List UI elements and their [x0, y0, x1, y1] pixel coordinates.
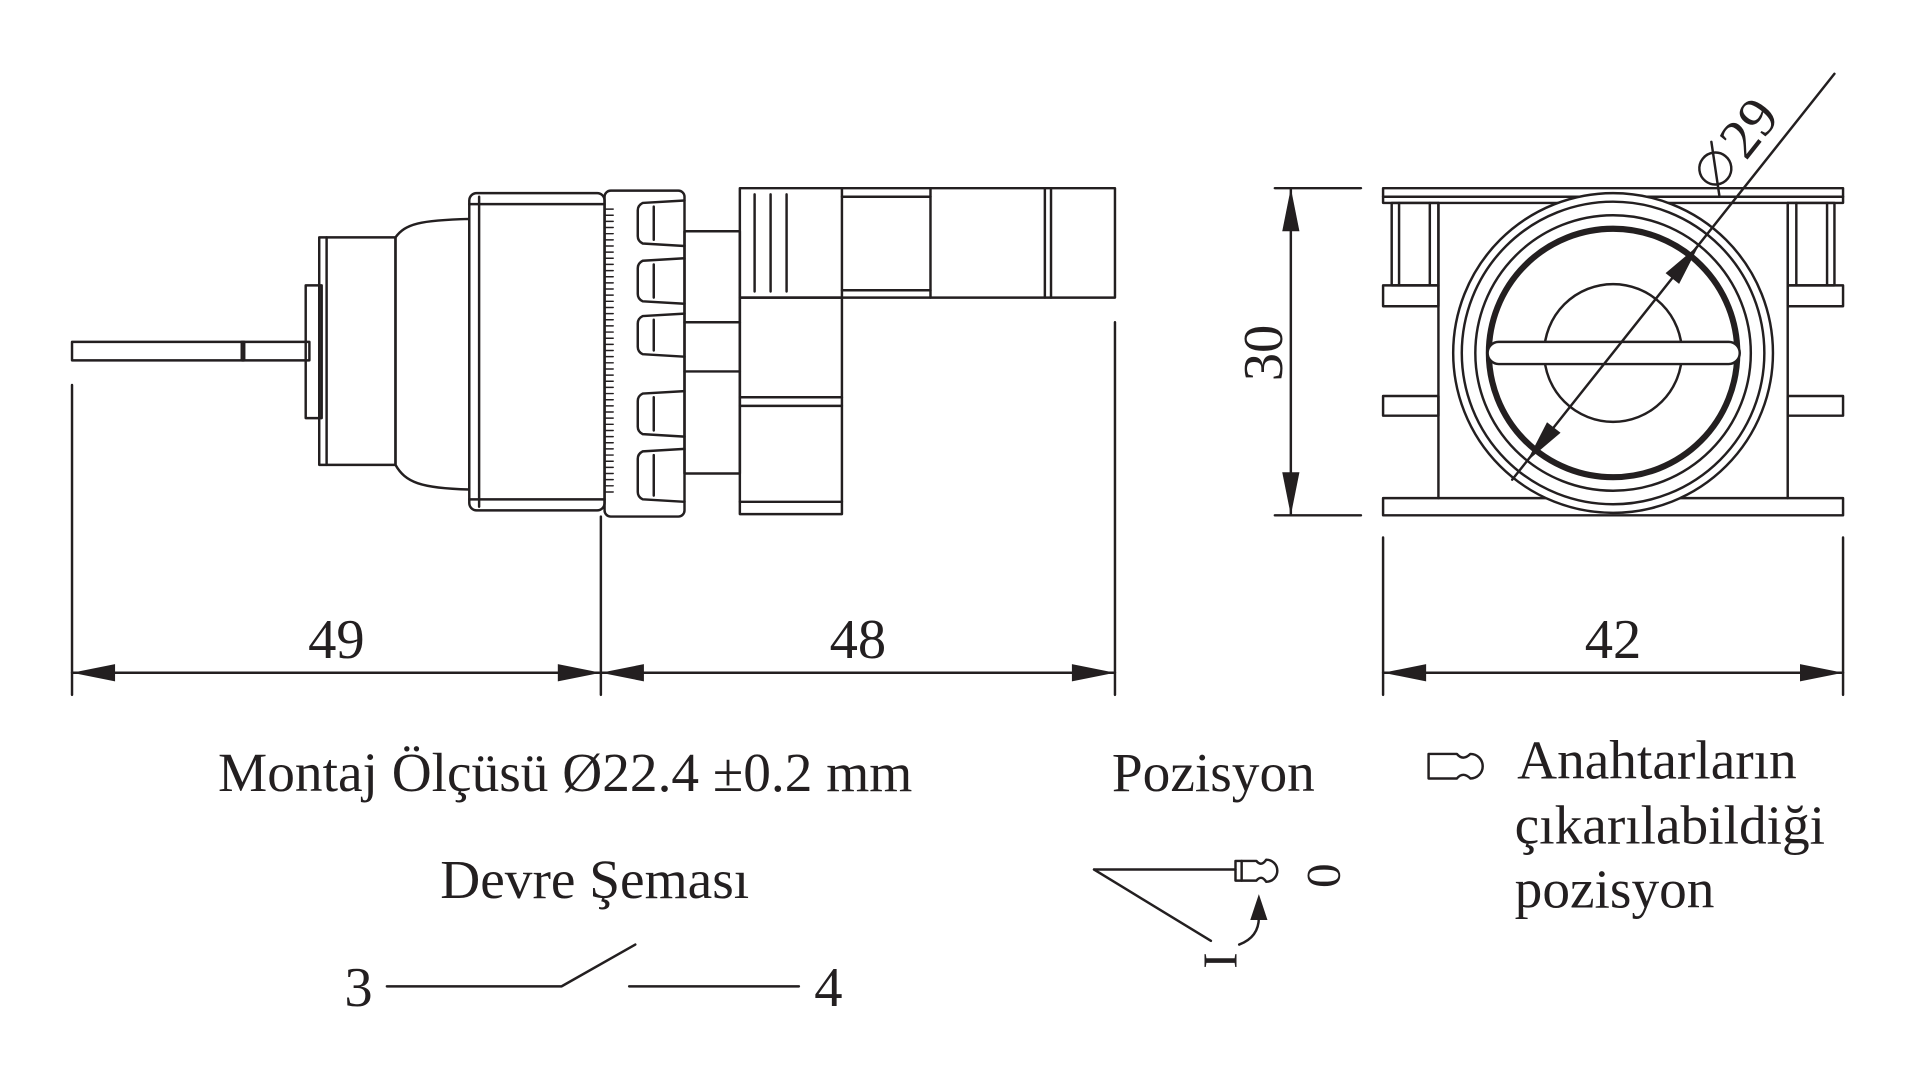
dimension-30: 30	[1233, 325, 1295, 382]
bezel-tooth	[636, 447, 686, 504]
bezel-tooth	[636, 389, 686, 438]
key-cap	[304, 284, 323, 420]
arrowhead	[1383, 664, 1427, 682]
mounting-label: Montaj Ölçüsü Ø22.4 ±0.2 mm	[218, 742, 912, 803]
left-tab-lower	[1381, 394, 1440, 417]
dimension-48: 48	[830, 609, 887, 671]
arrowhead	[1800, 664, 1844, 682]
legend-line-3: pozisyon	[1515, 859, 1715, 920]
arrowhead	[600, 664, 644, 682]
dimension-29: 29	[1708, 87, 1792, 170]
main-cylinder	[468, 191, 606, 512]
position-1: I	[1194, 952, 1249, 968]
right-latch	[1786, 201, 1836, 287]
key-icon	[1427, 752, 1484, 780]
upper-contact-block	[738, 186, 1117, 299]
front-dimensions	[1273, 72, 1845, 697]
terminal-4: 4	[814, 957, 842, 1019]
position-diagram: 0 I	[1092, 858, 1352, 969]
legend: Anahtarların çıkarılabildiği pozisyon	[1427, 730, 1825, 920]
key-icon	[1234, 858, 1279, 884]
lock-flare	[394, 217, 471, 491]
bezel-tooth	[636, 257, 686, 306]
diameter-label: 29	[1698, 87, 1792, 197]
circuit-diagram: 3 4	[344, 943, 843, 1019]
arrowhead	[1282, 188, 1300, 232]
arrowhead	[557, 664, 601, 682]
dimension-42: 42	[1585, 609, 1642, 671]
lower-contact-block	[738, 296, 844, 516]
terminal-3: 3	[344, 957, 372, 1019]
diameter-icon	[1698, 140, 1733, 197]
upper-contact-outline	[738, 186, 1117, 299]
arrowhead	[72, 664, 116, 682]
arrowhead	[1282, 472, 1300, 516]
arrowhead	[1665, 244, 1700, 284]
side-view	[70, 186, 1117, 518]
bezel-tooth	[636, 312, 686, 358]
bezel-ring-2	[1460, 200, 1766, 506]
switch-contact	[385, 943, 637, 988]
left-latch	[1390, 201, 1440, 287]
bezel-ring-3	[1474, 214, 1753, 492]
side-dimensions	[70, 320, 1117, 697]
arrowhead	[1071, 664, 1115, 682]
position-title: Pozisyon	[1112, 742, 1315, 803]
circuit-title: Devre Şeması	[440, 849, 749, 910]
bezel-teeth	[636, 199, 686, 504]
right-tab-lower	[1786, 394, 1845, 417]
legend-line-1: Anahtarların	[1517, 730, 1797, 791]
position-line-1	[1092, 868, 1213, 943]
dimension-49: 49	[308, 609, 365, 671]
right-tab-upper	[1786, 284, 1845, 308]
legend-line-2: çıkarılabildiği	[1515, 795, 1825, 856]
position-0: 0	[1297, 863, 1352, 888]
key-blade-root	[240, 340, 311, 362]
key-blade	[70, 340, 246, 362]
bezel-knurl	[603, 208, 614, 493]
adapter-block	[683, 229, 742, 475]
rotation-arrowhead-icon	[1250, 894, 1268, 920]
rotation-arrow	[1237, 916, 1261, 946]
arrowhead	[1526, 422, 1561, 462]
bezel-tooth	[636, 199, 686, 248]
left-tab-upper	[1381, 284, 1440, 308]
lock-housing	[318, 236, 397, 467]
